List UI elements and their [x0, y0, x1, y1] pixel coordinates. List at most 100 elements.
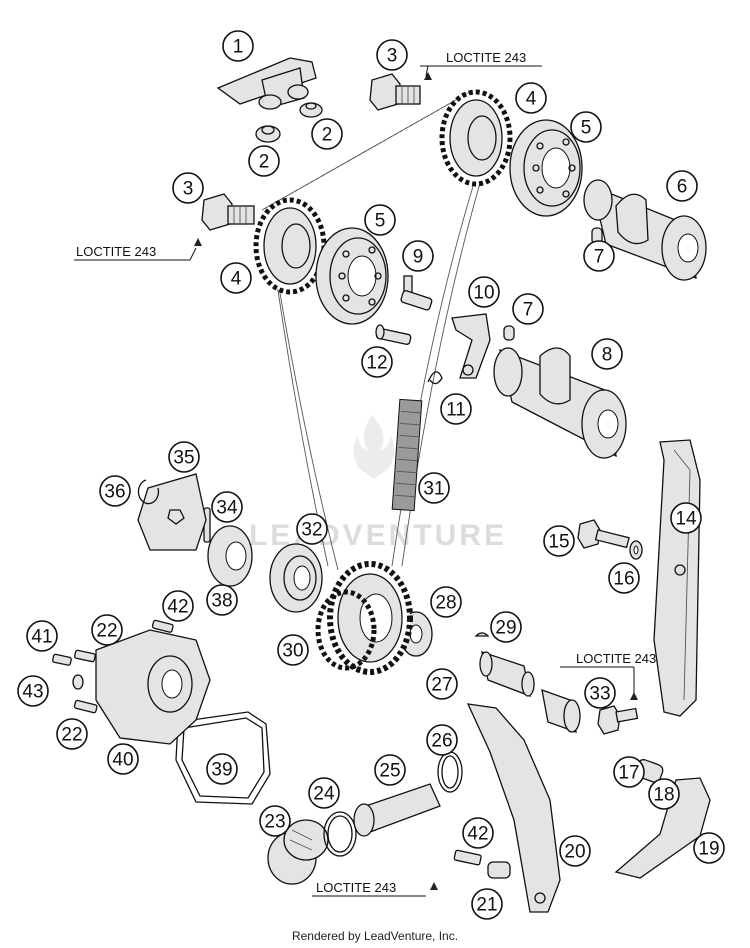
part-decompressor-lever	[451, 313, 491, 379]
callout-21: 21	[471, 888, 503, 920]
callout-number: 9	[413, 247, 424, 268]
callout-35: 35	[168, 441, 200, 473]
part-pump-gasket	[175, 711, 271, 805]
callout-number: 1	[233, 37, 244, 58]
callout-number: 42	[167, 597, 188, 618]
callout-circle	[490, 611, 522, 643]
callout-number: 34	[216, 498, 238, 519]
callout-circle	[512, 293, 544, 325]
callout-14: 14	[670, 502, 702, 534]
callout-circle	[308, 777, 340, 809]
part-sprocket-left	[253, 197, 327, 295]
part-pump-shaft	[479, 651, 535, 698]
callout-circle	[364, 204, 396, 236]
callout-circle	[670, 502, 702, 534]
callout-circle	[418, 472, 450, 504]
callout-4: 4	[220, 262, 252, 294]
callout-number: 3	[387, 46, 398, 67]
part-circlip	[137, 479, 160, 505]
callout-number: 8	[602, 345, 613, 366]
callout-number: 41	[31, 627, 52, 648]
callout-circle	[440, 393, 472, 425]
callout-17: 17	[613, 756, 645, 788]
watermark: LEADVENTURE	[249, 415, 504, 552]
callout-circle	[211, 491, 243, 523]
callout-38: 38	[206, 584, 238, 616]
callout-circle	[430, 586, 462, 618]
part-spacer	[207, 525, 253, 587]
callout-circle	[168, 441, 200, 473]
part-bolt-top	[369, 72, 432, 111]
callout-number: 16	[613, 569, 634, 590]
callout-9: 9	[402, 240, 434, 272]
callout-number: 18	[653, 785, 674, 806]
callout-20: 20	[559, 835, 591, 867]
part-camshaft-intake	[493, 347, 627, 459]
callout-circle	[426, 724, 458, 756]
callout-number: 21	[476, 895, 497, 916]
callout-circle	[471, 888, 503, 920]
loctite-label-top: LOCTITE 243	[446, 50, 526, 65]
callout-number: 25	[379, 761, 400, 782]
callout-circle	[222, 30, 254, 62]
callout-circle	[206, 584, 238, 616]
part-bearing-top	[509, 119, 583, 217]
callout-23: 23	[259, 805, 291, 837]
callout-6: 6	[666, 170, 698, 202]
part-spring	[427, 371, 443, 385]
part-cover-bolts	[52, 619, 482, 890]
callout-26: 26	[426, 724, 458, 756]
loctite-labels: LOCTITE 243 LOCTITE 243 LOCTITE 243 LOCT…	[76, 50, 656, 895]
callout-number: 20	[564, 842, 585, 863]
callout-number: 19	[698, 839, 719, 860]
callout-24: 24	[308, 777, 340, 809]
callout-number: 3	[183, 179, 194, 200]
callout-circle	[220, 262, 252, 294]
callout-number: 22	[96, 621, 117, 642]
loctite-leaders	[74, 65, 635, 897]
callout-10: 10	[468, 276, 500, 308]
part-needle-bearing	[541, 689, 581, 733]
callout-circle	[107, 743, 139, 775]
callout-number: 42	[467, 824, 488, 845]
callout-number: 6	[677, 177, 688, 198]
callout-42: 42	[162, 590, 194, 622]
callout-circle	[426, 668, 458, 700]
callout-34: 34	[211, 491, 243, 523]
callout-circle	[206, 753, 238, 785]
callout-29: 29	[490, 611, 522, 643]
callout-36: 36	[99, 475, 131, 507]
part-bearing-balance	[269, 543, 323, 613]
callout-circle	[162, 590, 194, 622]
leadventure-flame-icon	[353, 415, 395, 479]
callout-layer: 1223344556778910111214151617181920212222…	[17, 30, 725, 920]
callout-number: 35	[173, 448, 194, 469]
callout-28: 28	[430, 586, 462, 618]
callout-5: 5	[364, 204, 396, 236]
part-pin	[375, 324, 412, 345]
callout-circle	[608, 562, 640, 594]
callout-circle	[259, 805, 291, 837]
callout-2: 2	[311, 118, 343, 150]
callout-number: 10	[473, 283, 494, 304]
callout-41: 41	[26, 620, 58, 652]
callout-22: 22	[56, 718, 88, 750]
callout-circle	[693, 832, 725, 864]
callout-circle	[402, 240, 434, 272]
part-sleeve-lower	[487, 861, 511, 879]
part-screw-plug	[267, 819, 329, 885]
callout-number: 5	[581, 118, 592, 139]
callout-32: 32	[296, 513, 328, 545]
callout-number: 28	[435, 593, 456, 614]
callout-22: 22	[91, 614, 123, 646]
callout-25: 25	[374, 754, 406, 786]
callout-number: 17	[618, 763, 639, 784]
callout-circle	[583, 240, 615, 272]
callout-circle	[248, 145, 280, 177]
callout-circle	[361, 346, 393, 378]
loctite-label-left: LOCTITE 243	[76, 244, 156, 259]
callout-circle	[277, 634, 309, 666]
callout-30: 30	[277, 634, 309, 666]
part-crank-sprocket	[315, 561, 413, 675]
